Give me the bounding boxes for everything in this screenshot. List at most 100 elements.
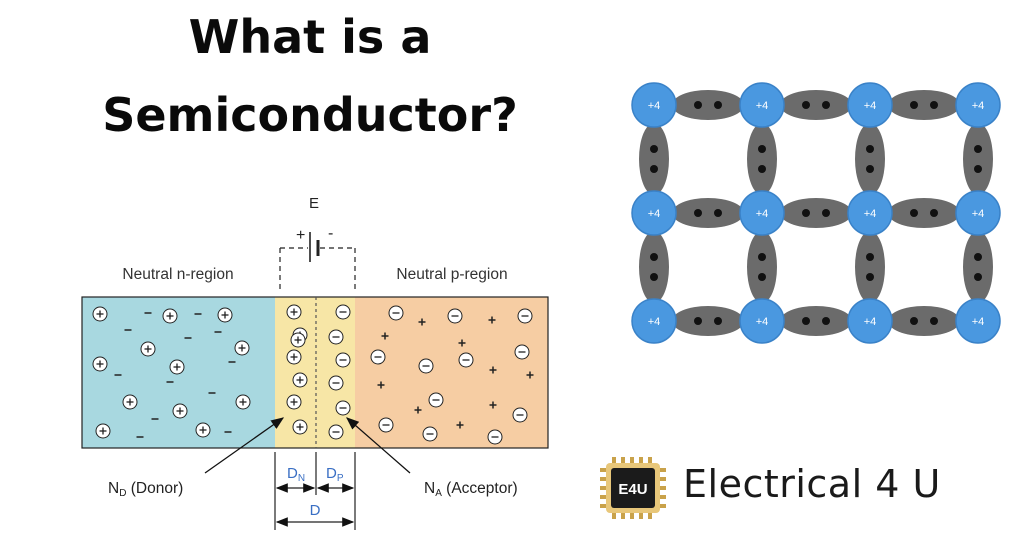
- acceptor-ion: [447, 308, 463, 324]
- acceptor-ion: [512, 407, 528, 423]
- silicon-atom: +4: [739, 82, 785, 128]
- donor-ion: [217, 307, 233, 323]
- covalent-bond: [672, 306, 744, 336]
- title-line-2: Semiconductor?: [102, 88, 518, 142]
- hole: [381, 332, 389, 340]
- atom-charge-label: +4: [756, 208, 769, 220]
- silicon-atom: +4: [955, 190, 1001, 236]
- hole: [458, 339, 466, 347]
- covalent-bond: [855, 231, 885, 303]
- silicon-atom: +4: [847, 190, 893, 236]
- atom-charge-label: +4: [648, 100, 661, 112]
- acceptor-ion: [458, 352, 474, 368]
- acceptor-ion: [335, 304, 351, 320]
- donor-ion: [286, 349, 302, 365]
- d-label: D: [310, 502, 321, 519]
- atom-charge-label: +4: [972, 208, 985, 220]
- covalent-bond: [639, 123, 669, 195]
- acceptor-ion: [487, 429, 503, 445]
- donor-ion: [286, 394, 302, 410]
- hole: [526, 371, 534, 379]
- donor-ion: [172, 403, 188, 419]
- covalent-bond: [747, 231, 777, 303]
- hole: [489, 366, 497, 374]
- acceptor-arrow: [346, 417, 411, 474]
- acceptor-ion: [418, 358, 434, 374]
- covalent-bond: [780, 198, 852, 228]
- covalent-bond: [888, 306, 960, 336]
- atom-charge-label: +4: [972, 100, 985, 112]
- covalent-bond: [672, 198, 744, 228]
- donor-ion: [234, 340, 250, 356]
- acceptor-ion: [370, 349, 386, 365]
- acceptor-ion: [335, 352, 351, 368]
- donor-ion: [162, 308, 178, 324]
- covalent-bond: [780, 90, 852, 120]
- donor-ion: [92, 306, 108, 322]
- covalent-bond: [747, 123, 777, 195]
- acceptor-ion: [328, 375, 344, 391]
- p-region-label: Neutral p-region: [396, 266, 507, 283]
- covalent-bond: [639, 231, 669, 303]
- donor-ion: [290, 332, 306, 348]
- covalent-bond: [963, 231, 993, 303]
- acceptor-ion: [328, 329, 344, 345]
- silicon-lattice: +4 +4 +4 +4 +4 +4 +4 +4 +4 +4 +4 +4: [631, 82, 1001, 344]
- e4u-logo-icon: E4U: [600, 457, 666, 519]
- atom-charge-label: +4: [972, 316, 985, 328]
- donor-ion: [292, 372, 308, 388]
- covalent-bond: [888, 198, 960, 228]
- atom-charge-label: +4: [648, 316, 661, 328]
- silicon-atom: +4: [955, 298, 1001, 344]
- silicon-atom: +4: [847, 82, 893, 128]
- covalent-bond: [855, 123, 885, 195]
- acceptor-ion: [514, 344, 530, 360]
- hole: [456, 421, 464, 429]
- silicon-atom: +4: [631, 82, 677, 128]
- donor-ion: [292, 419, 308, 435]
- silicon-atom: +4: [847, 298, 893, 344]
- acceptor-label: NA (Acceptor): [424, 480, 518, 499]
- silicon-atom: +4: [631, 190, 677, 236]
- atom-charge-label: +4: [864, 100, 877, 112]
- acceptor-ion: [517, 308, 533, 324]
- covalent-bond: [780, 306, 852, 336]
- atom-charge-label: +4: [648, 208, 661, 220]
- battery-plus-sign: +: [296, 227, 305, 244]
- donor-ion: [235, 394, 251, 410]
- donor-ion: [286, 304, 302, 320]
- atom-charge-label: +4: [756, 100, 769, 112]
- covalent-bond: [963, 123, 993, 195]
- hole: [488, 316, 496, 324]
- hole: [414, 406, 422, 414]
- n-region-label: Neutral n-region: [122, 266, 233, 283]
- covalent-bond: [672, 90, 744, 120]
- donor-ion: [140, 341, 156, 357]
- silicon-atom: +4: [955, 82, 1001, 128]
- donor-arrow: [204, 417, 285, 474]
- dp-label: DP: [326, 465, 344, 484]
- hole: [418, 318, 426, 326]
- donor-ion: [92, 356, 108, 372]
- brand-name: Electrical 4 U: [683, 462, 941, 506]
- silicon-atom: +4: [631, 298, 677, 344]
- atom-charge-label: +4: [756, 316, 769, 328]
- donor-ion: [122, 394, 138, 410]
- depletion-region: [275, 297, 355, 448]
- silicon-atom: +4: [739, 298, 785, 344]
- charge-carriers: [92, 304, 534, 445]
- covalent-bond: [888, 90, 960, 120]
- atom-charge-label: +4: [864, 316, 877, 328]
- acceptor-ion: [328, 424, 344, 440]
- donor-ion: [169, 359, 185, 375]
- acceptor-ion: [428, 392, 444, 408]
- logo-text: E4U: [618, 481, 647, 498]
- donor-ion: [195, 422, 211, 438]
- title-line-1: What is a: [188, 10, 432, 64]
- hole: [489, 401, 497, 409]
- acceptor-ion: [388, 305, 404, 321]
- battery-label: E: [309, 195, 319, 212]
- battery-icon: [279, 232, 356, 290]
- donor-ion: [95, 423, 111, 439]
